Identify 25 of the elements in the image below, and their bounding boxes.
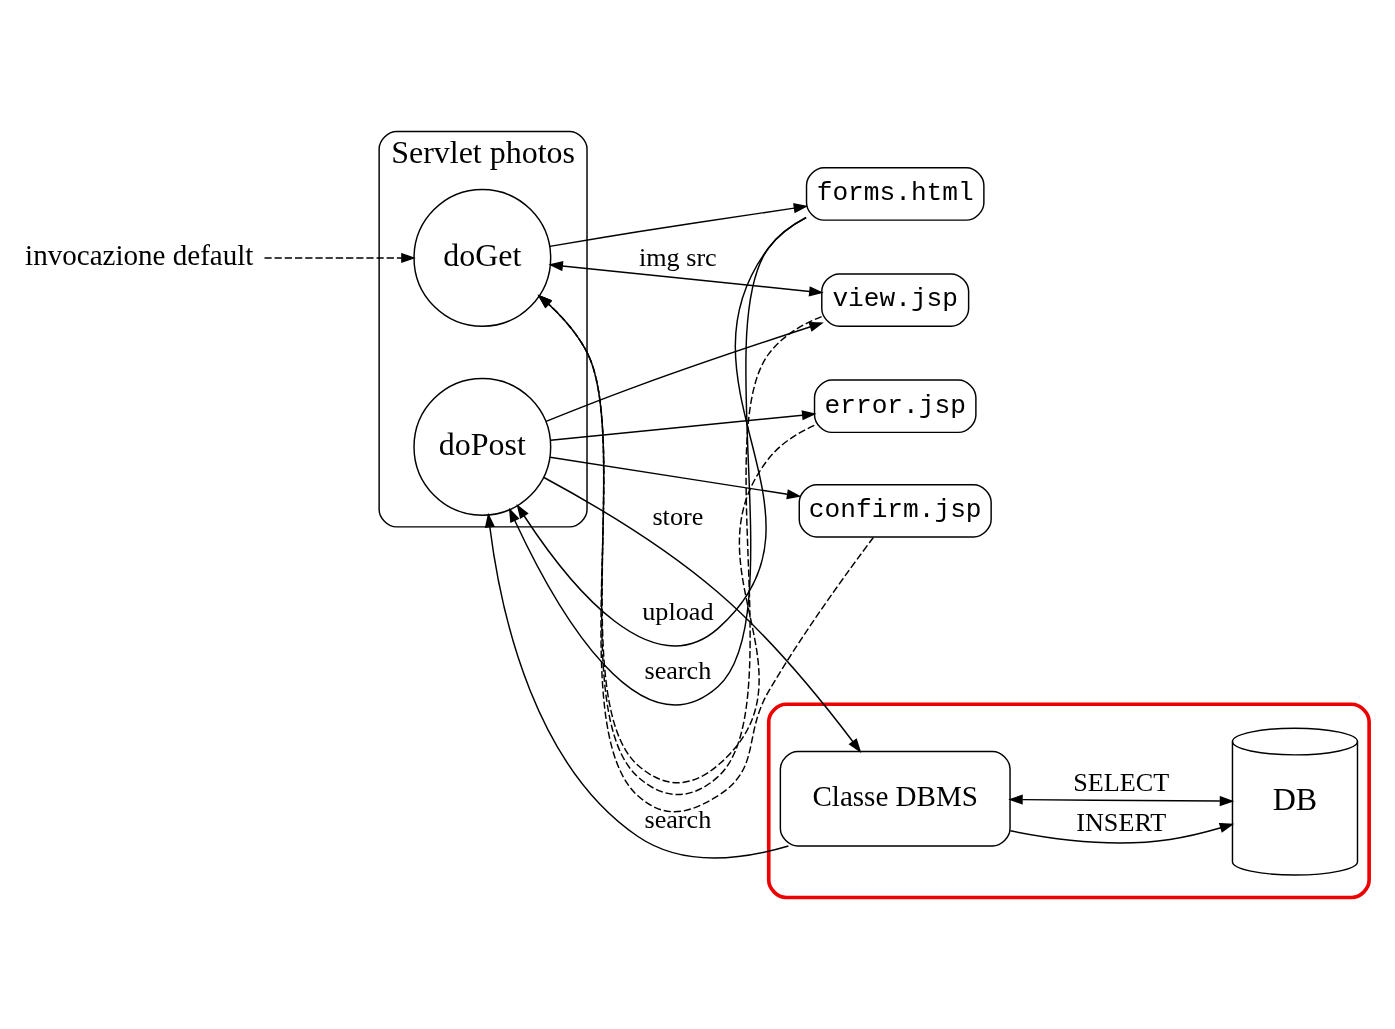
arrow	[543, 476, 862, 753]
arrow	[548, 261, 824, 297]
cluster	[766, 702, 1371, 900]
edge-label: SELECT	[1073, 767, 1170, 797]
arrow	[1009, 823, 1235, 844]
edge-label: search	[644, 655, 712, 685]
arrow	[549, 456, 802, 500]
arrow	[1008, 794, 1235, 807]
node-text: invocazione default	[25, 239, 254, 272]
arrow	[545, 322, 824, 423]
node-box: confirm.jsp	[798, 483, 992, 538]
arrow	[263, 252, 416, 263]
edge-label: upload	[642, 597, 714, 627]
node-box: view.jsp	[821, 273, 970, 327]
node-circle: doPost	[413, 377, 552, 516]
arrow	[549, 410, 817, 441]
node-box: Classe DBMS	[779, 750, 1011, 847]
edge-label: search	[644, 805, 712, 835]
arrow	[549, 203, 809, 248]
edge-label: INSERT	[1076, 808, 1167, 838]
edge-label: store	[652, 501, 704, 531]
node-box: forms.html	[805, 167, 985, 221]
arrow	[484, 512, 790, 859]
edge-label: img src	[639, 242, 717, 272]
node-box: error.jsp	[813, 379, 977, 434]
